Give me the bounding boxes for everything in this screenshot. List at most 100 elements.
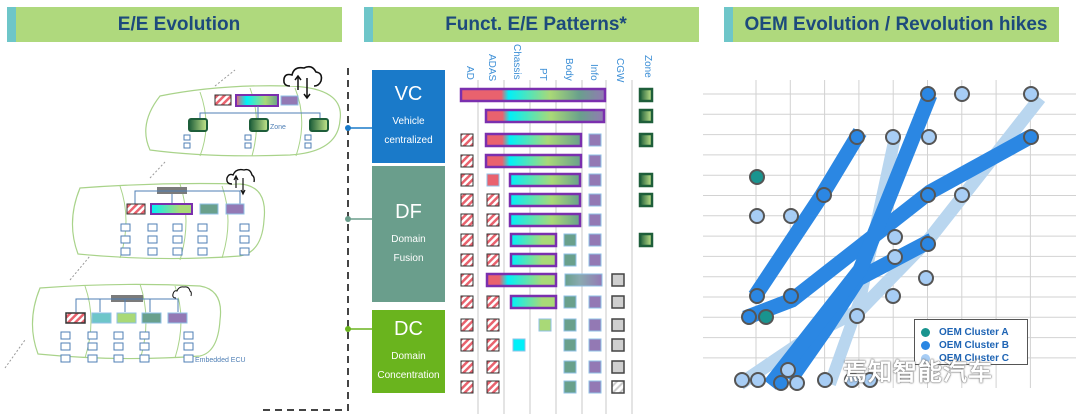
ad-cell [460,133,474,147]
cloud-icon [172,286,192,299]
ad-ecu [214,94,232,106]
ad-cell [460,338,474,352]
column-header-adas: ADAS [486,54,497,82]
hike-path-light [824,135,901,387]
data-point-cluster-c [750,372,766,388]
function-bar [508,192,582,208]
info-cell [588,318,602,332]
function-bar [509,252,558,268]
info-cell [588,253,602,267]
adas-cell [486,318,500,332]
info-cell [588,213,602,227]
ad-cell [460,318,474,332]
ad-cell [460,173,474,187]
info-cell [588,173,602,187]
data-point-cluster-b [783,288,799,304]
adas-cell [486,338,500,352]
info-cell [588,193,602,207]
data-point-cluster-c [885,129,901,145]
chassis-cell [512,338,526,352]
zone-cell [638,172,654,188]
function-bar [459,87,607,103]
stage-box-vehicle-centralized: VC Vehicle centralized [372,70,445,163]
stage-abbr: DC [394,318,423,340]
data-point-cluster-c [783,208,799,224]
stage-label: Fusion [393,252,424,264]
panel-title-ee-evolution: E/E Evolution [7,7,342,42]
info-cell [588,133,602,147]
embedded-ecu-label: Embedded ECU [195,357,246,364]
zone-cell [638,87,654,103]
data-point-cluster-c [780,362,796,378]
data-point-cluster-b [749,288,765,304]
body-cell [563,233,577,247]
pt-cell [538,318,552,332]
function-bar [485,272,558,288]
body-cell [563,360,577,374]
cgw-cell [611,360,625,374]
ad-cell [460,213,474,227]
connector-vc [345,125,372,131]
adas-cell [486,360,500,374]
panel-title-functional-patterns: Funct. E/E Patterns* [364,7,699,42]
pattern-matrix [459,80,654,414]
data-point-cluster-b [920,236,936,252]
adas-cell [486,295,500,309]
legend-item-cluster-b: OEM Cluster B [921,339,1027,352]
legend-item-cluster-c: OEM Cluster C [921,352,1027,365]
column-header-pt: PT [537,68,548,81]
body-cell [563,318,577,332]
ad-cell [460,233,474,247]
data-point-cluster-c [789,375,805,391]
ad-cell [460,193,474,207]
column-header-cgw: CGW [614,58,625,83]
cgw-cell [611,380,625,394]
data-point-cluster-c [918,270,934,286]
connector-dc [345,326,372,332]
column-header-chassis: Chassis [511,44,522,80]
data-point-cluster-c [844,372,860,388]
hike-path-strong [764,92,937,390]
body-cell [563,338,577,352]
stage-label: Domain [391,233,426,245]
function-bar [509,232,558,248]
stage-box-domain-fusion: DF Domain Fusion [372,166,445,302]
data-point-cluster-c [885,288,901,304]
zone-cell [638,108,654,124]
body-info-bar [564,273,603,287]
data-point-cluster-c [849,308,865,324]
data-point-cluster-c [921,129,937,145]
stage-label: Concentration [377,370,440,381]
cgw-cell [611,295,625,309]
data-point-cluster-b [920,86,936,102]
data-point-cluster-c [954,187,970,203]
body-cell [563,253,577,267]
data-point-cluster-c [1023,86,1039,102]
body-cell [563,295,577,309]
cloud-icon [283,65,323,100]
stage-label: centralized [384,135,433,146]
cgw-cell [611,338,625,352]
chart-legend: OEM Cluster A OEM Cluster B OEM Cluster … [914,319,1028,365]
central-computer [235,94,279,107]
data-point-cluster-c [954,86,970,102]
zone-controller [309,118,329,132]
car-diagram-domain-fusion [69,161,266,281]
watermark: 焉知智能汽车 [843,359,993,386]
stage-label: Vehicle [392,116,425,127]
legend-label: OEM Cluster A [939,327,1009,338]
hike-path-strong [742,130,1034,326]
data-point-cluster-c [887,249,903,265]
adas-cell [486,253,500,267]
stage-abbr: VC [394,83,423,105]
ad-cell [460,360,474,374]
info-cell [588,154,602,168]
cloud-icon [226,168,255,196]
data-point-cluster-c [862,372,878,388]
zone-controller [249,118,269,132]
data-point-cluster-a [749,169,765,185]
info-cell [588,360,602,374]
panel-title-oem-evolution: OEM Evolution / Revolution hikes [724,7,1059,42]
function-bar [484,153,583,169]
info-cell [588,233,602,247]
